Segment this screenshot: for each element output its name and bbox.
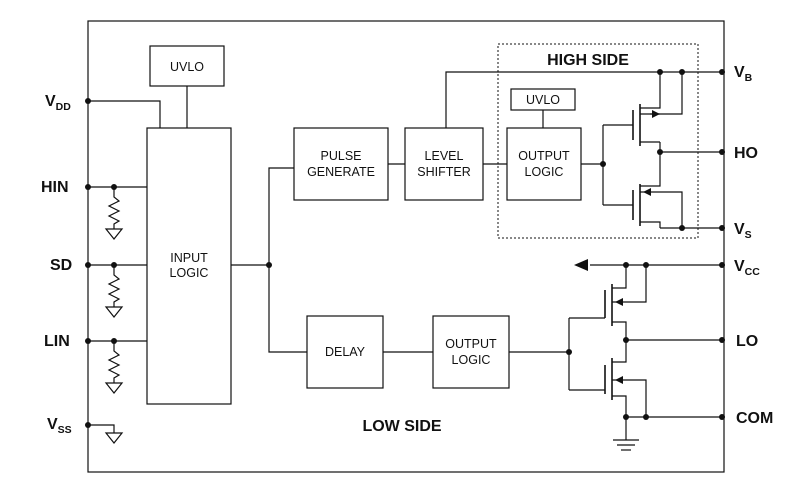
high-side-label: HIGH SIDE: [547, 52, 629, 69]
uvlo-high-label: UVLO: [526, 93, 560, 107]
pin-label-lin: LIN: [44, 333, 70, 350]
level-shifter-block: LEVEL SHIFTER: [404, 127, 484, 201]
input-logic-label-line2: LOGIC: [170, 266, 209, 280]
pin-label-vcc: VCC: [734, 258, 760, 278]
left-wiring: [85, 86, 188, 444]
pin-label-vdd: VDD: [45, 93, 71, 113]
delay-block: DELAY: [306, 315, 384, 389]
delay-label: DELAY: [325, 345, 366, 359]
pin-label-ho: HO: [734, 145, 758, 162]
low-side-output-stage: [568, 259, 722, 451]
sd-pulldown-resistor: [104, 265, 124, 318]
output-logic-high-block: OUTPUT LOGIC: [506, 127, 582, 201]
pin-label-lo: LO: [736, 333, 758, 350]
high-side-region: [497, 43, 699, 239]
uvlo-main-label: UVLO: [170, 60, 204, 74]
pin-label-sd: SD: [50, 257, 72, 274]
uvlo-main-block: UVLO: [149, 45, 225, 87]
pulse-generate-block: PULSE GENERATE: [293, 127, 389, 201]
input-logic-block: INPUT LOGIC: [146, 127, 232, 405]
pin-label-vs: VS: [734, 221, 752, 241]
pin-label-vss: VSS: [47, 416, 72, 436]
right-pin-dots: [719, 69, 725, 420]
output-logic-low-label-line2: LOGIC: [452, 353, 491, 367]
pin-label-com: COM: [736, 410, 773, 427]
high-side-output-stage: [602, 69, 722, 231]
level-shifter-label-line2: SHIFTER: [417, 165, 470, 179]
pin-label-hin: HIN: [41, 179, 69, 196]
pin-label-vb: VB: [734, 64, 753, 84]
uvlo-high-block: UVLO: [510, 88, 576, 111]
pulse-generate-label-line1: PULSE: [321, 149, 362, 163]
lin-pulldown-resistor: [104, 341, 124, 394]
input-logic-label-line1: INPUT: [170, 251, 208, 265]
output-logic-high-label-line2: LOGIC: [525, 165, 564, 179]
output-logic-high-label-line1: OUTPUT: [518, 149, 570, 163]
low-side-label: LOW SIDE: [362, 418, 441, 435]
output-logic-low-block: OUTPUT LOGIC: [432, 315, 510, 389]
signal-wiring: [231, 71, 722, 355]
pulse-generate-label-line2: GENERATE: [307, 165, 375, 179]
output-logic-low-label-line1: OUTPUT: [445, 337, 497, 351]
level-shifter-label-line1: LEVEL: [425, 149, 464, 163]
hin-pulldown-resistor: [104, 187, 124, 240]
